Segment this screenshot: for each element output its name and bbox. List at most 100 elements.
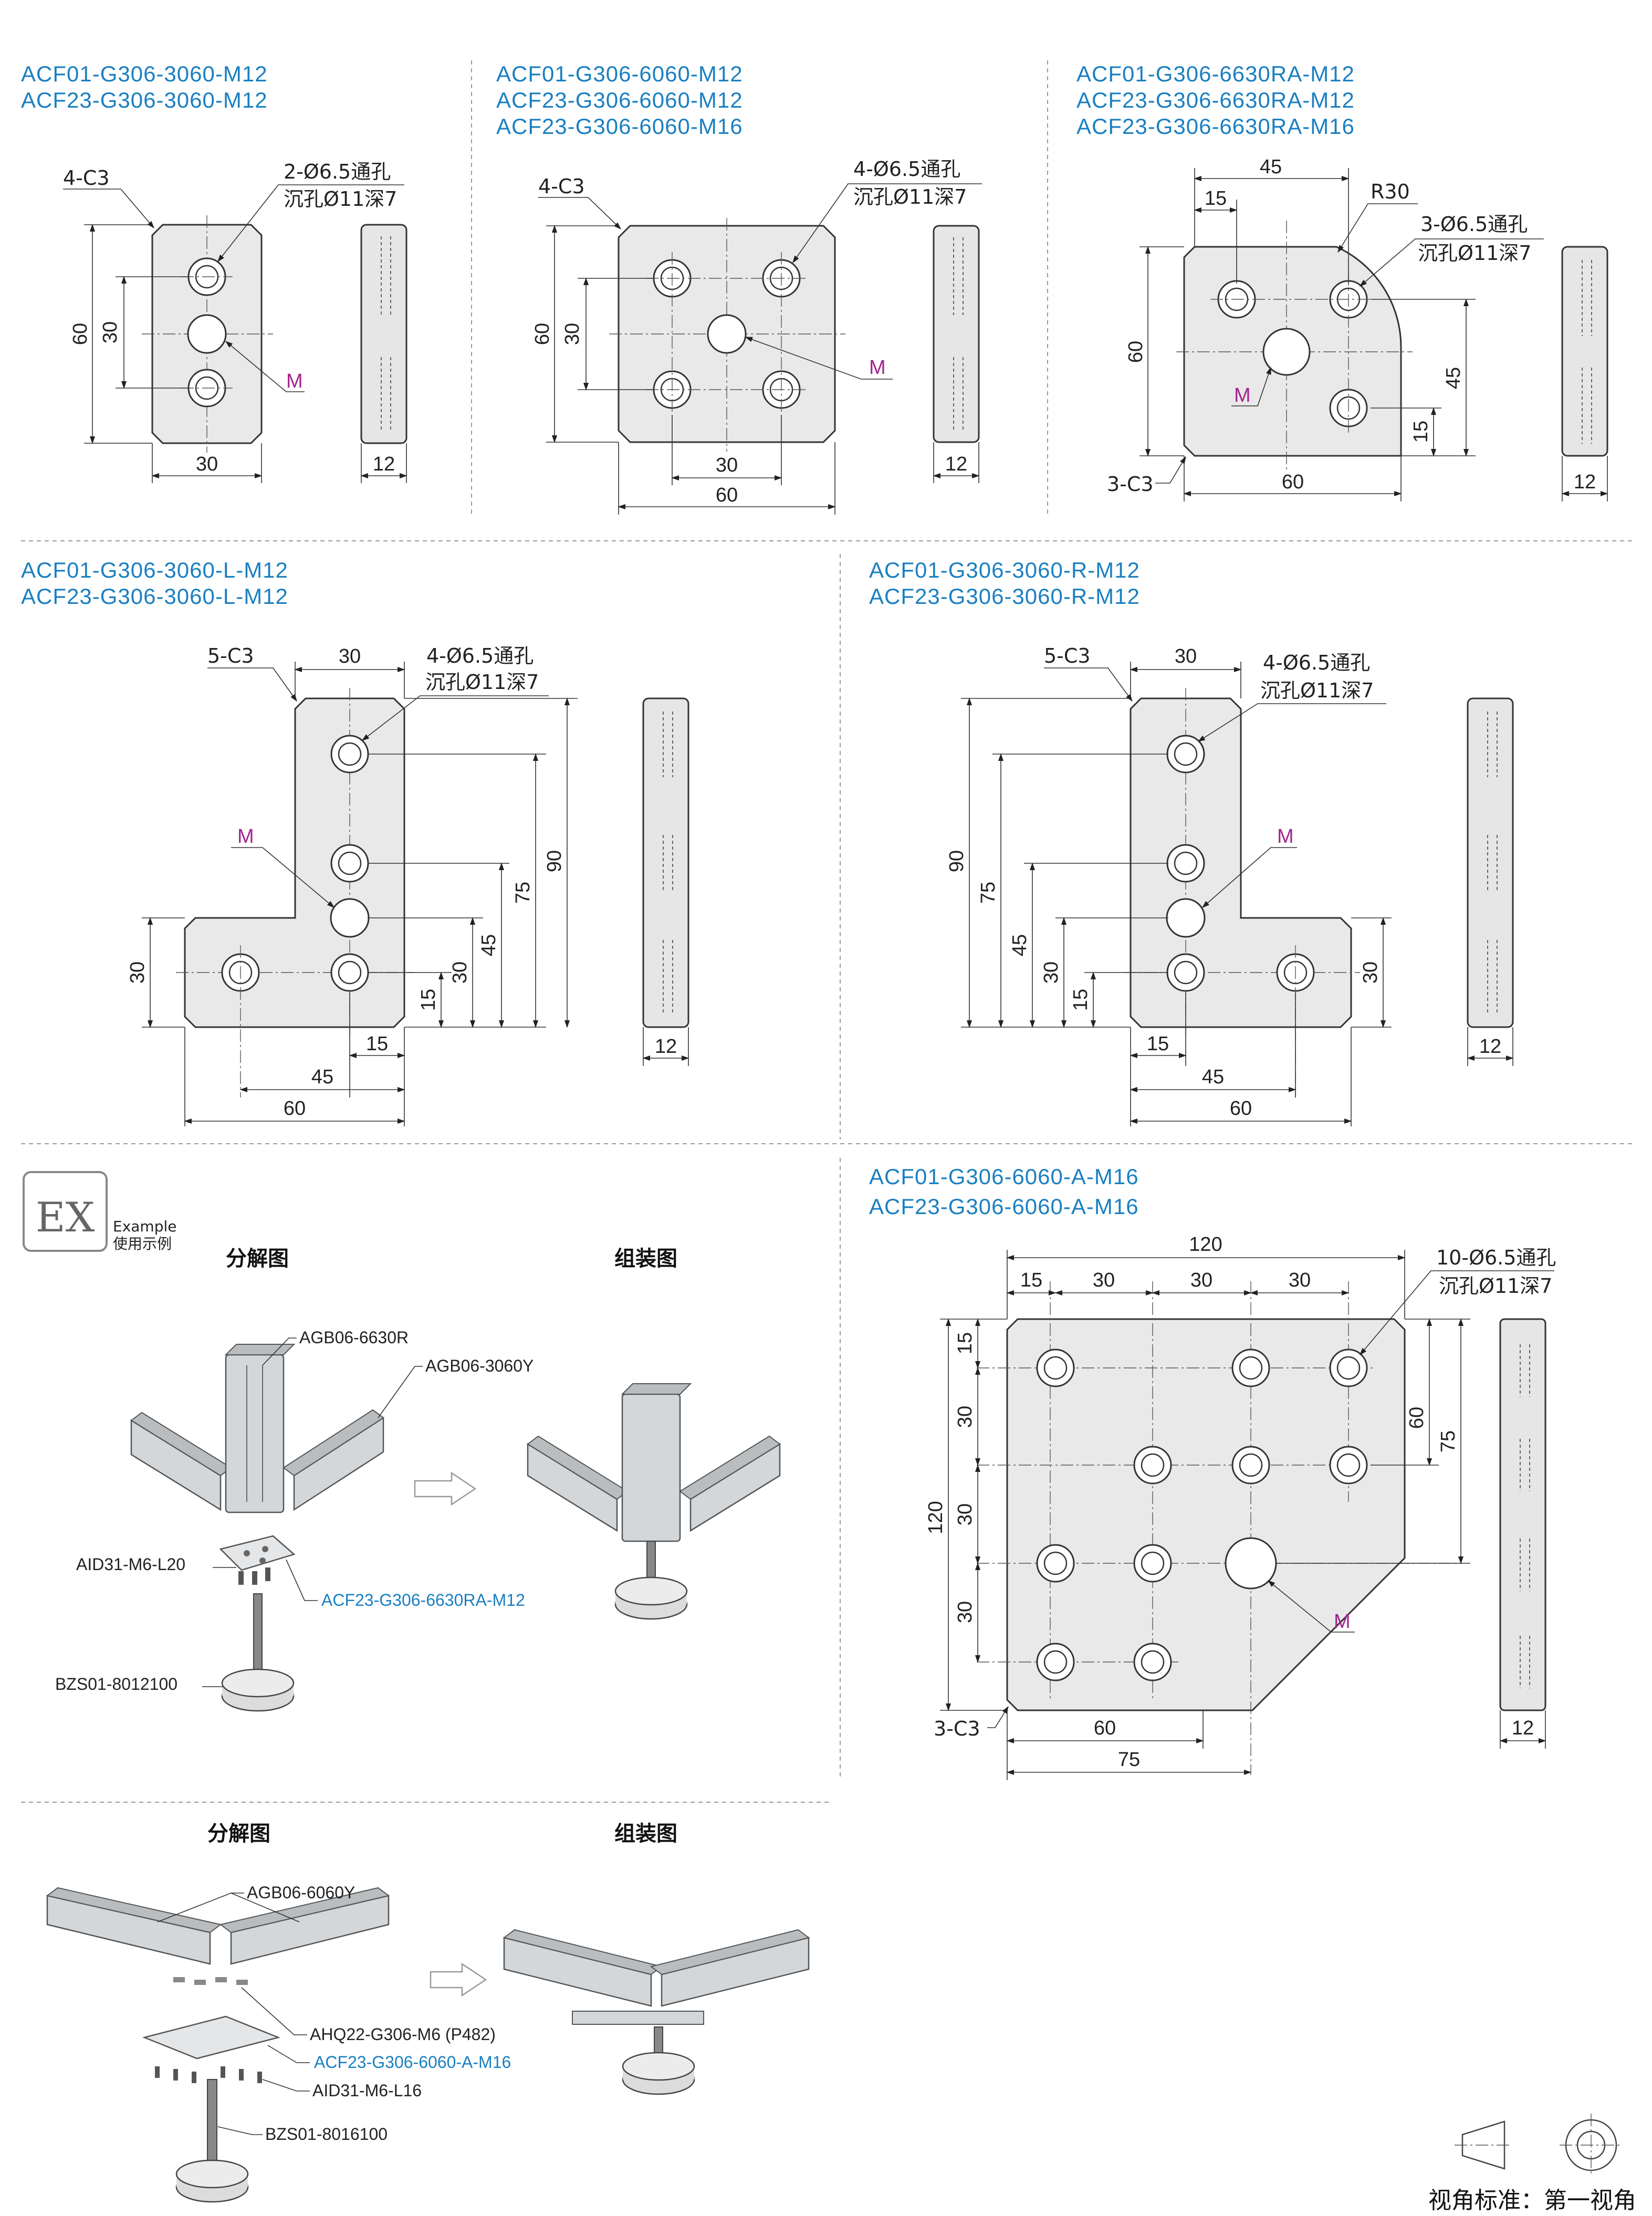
dim-text: 75 <box>977 882 999 904</box>
dim-text: 45 <box>311 1066 333 1088</box>
dim-text: 45 <box>1260 156 1282 178</box>
dim-text: 15 <box>1205 187 1227 210</box>
part-label: ACF23-G306-6630RA-M12 <box>321 1591 525 1609</box>
part-label: BZS01-8016100 <box>265 2125 388 2144</box>
part-label: AID31-M6-L16 <box>312 2081 422 2100</box>
dim-text: 90 <box>946 850 968 872</box>
assembled-label: 组装图 <box>614 1822 677 1846</box>
projection-label: 视角标准：第一视角 <box>1428 2187 1636 2214</box>
counterbore-hole <box>1166 844 1205 883</box>
counterbore-hole <box>181 369 233 407</box>
part-label: AHQ22-G306-M6 (P482) <box>310 2025 496 2044</box>
counterbore-hole <box>1133 1544 1172 1583</box>
dim-text: 60 <box>1406 1407 1428 1429</box>
dim-text: 60 <box>1282 471 1304 493</box>
leveling-foot-lower <box>175 2079 249 2203</box>
counterbore-hole <box>1166 735 1205 773</box>
thread-hole-m <box>330 898 370 938</box>
dim-text: 15 <box>1410 421 1432 443</box>
bolts-lower <box>155 2066 262 2083</box>
chamfer-callout: 5-C3 <box>207 644 254 667</box>
process-arrow <box>414 1471 477 1506</box>
part-code: ACF23-G306-3060-L-M12 <box>21 584 288 609</box>
dim-text: 75 <box>1437 1430 1459 1452</box>
dim-text: 60 <box>716 484 738 506</box>
panel-acf-6630ra: ACF01-G306-6630RA-M12 ACF23-G306-6630RA-… <box>1076 61 1608 501</box>
exploded-label: 分解图 <box>226 1247 289 1271</box>
dim-text: 30 <box>1093 1269 1115 1291</box>
hole-callout: 3-Ø6.5通孔 <box>1420 213 1528 236</box>
part-code: ACF01-G306-6060-M12 <box>496 61 743 86</box>
dim-text: 120 <box>925 1501 947 1534</box>
assembled-beam-illustration <box>503 1929 810 2095</box>
dim-text: 15 <box>366 1033 388 1055</box>
part-code: ACF01-G306-3060-L-M12 <box>21 558 288 582</box>
counterbore-hole <box>181 257 233 296</box>
chamfer-callout: 3-C3 <box>1107 473 1154 496</box>
m-label: M <box>286 370 303 392</box>
chamfer-callout: 3-C3 <box>934 1717 980 1740</box>
hole-callout: 沉孔Ø11深7 <box>1260 679 1374 702</box>
hole-callout: 沉孔Ø11深7 <box>284 187 397 211</box>
dim-text: 15 <box>1147 1033 1169 1055</box>
dim-text: 75 <box>512 882 534 904</box>
hole-callout: 沉孔Ø11深7 <box>853 185 967 208</box>
dim-text: 12 <box>1574 471 1596 493</box>
hole-callout: 4-Ø6.5通孔 <box>853 158 960 181</box>
panel-acf-3060-r: ACF01-G306-3060-R-M12 ACF23-G306-3060-R-… <box>869 558 1514 1126</box>
part-label: ACF23-G306-6060-A-M16 <box>314 2053 511 2072</box>
side-view <box>1561 246 1608 457</box>
part-code: ACF01-G306-3060-M12 <box>21 61 268 86</box>
part-code: ACF23-G306-6060-A-M16 <box>869 1194 1139 1219</box>
assembled-corner-illustration <box>527 1383 781 1620</box>
hole-callout: 2-Ø6.5通孔 <box>284 160 391 183</box>
counterbore-hole <box>1166 953 1205 992</box>
plate-outline <box>184 697 405 1028</box>
example-section-lower: 分解图 组装图 AGB06-6060Y A <box>46 1822 810 2203</box>
hole-callout: 4-Ø6.5通孔 <box>426 644 534 667</box>
ex-badge: EX <box>23 1171 108 1252</box>
part-code: ACF23-G306-6060-M16 <box>496 114 743 139</box>
counterbore-hole <box>1133 1446 1172 1485</box>
thread-hole-m <box>1262 328 1311 376</box>
dim-text: 30 <box>716 454 738 476</box>
side-view <box>360 224 407 444</box>
dim-text: 90 <box>543 850 566 872</box>
dim-text: 75 <box>1118 1749 1140 1771</box>
dim-text: 30 <box>954 1601 976 1623</box>
thread-hole-m <box>707 314 747 354</box>
projection-symbol <box>1455 2114 1623 2177</box>
side-view <box>642 697 689 1028</box>
hole-callout: 4-Ø6.5通孔 <box>1263 651 1370 674</box>
counterbore-hole <box>1329 1349 1368 1387</box>
dim-text: 12 <box>945 453 967 475</box>
dim-text: 15 <box>954 1332 976 1354</box>
part-label: AGB06-6630R <box>299 1328 409 1347</box>
example-section: EX Example 使用示例 分解图 组装图 <box>23 1171 781 1712</box>
dim-text: 120 <box>1189 1234 1222 1256</box>
counterbore-hole <box>1036 1544 1075 1583</box>
example-title-cn: 使用示例 <box>113 1235 172 1252</box>
dim-text: 60 <box>284 1097 306 1120</box>
counterbore-hole <box>1329 1446 1368 1485</box>
panel-acf-3060: ACF01-G306-3060-M12 ACF23-G306-3060-M12 … <box>21 61 407 483</box>
part-label: AGB06-3060Y <box>425 1356 534 1375</box>
counterbore-hole <box>330 953 369 992</box>
counterbore-hole <box>1231 1446 1270 1485</box>
exploded-beam-illustration <box>46 1887 390 1965</box>
m-label: M <box>1334 1611 1351 1633</box>
assembled-label: 组装图 <box>614 1247 677 1271</box>
side-view <box>1499 1318 1546 1711</box>
thread-hole-m <box>1166 898 1206 938</box>
dim-text: 15 <box>1020 1269 1042 1291</box>
part-code: ACF23-G306-3060-M12 <box>21 88 268 112</box>
dim-text: 30 <box>127 961 149 984</box>
dim-text: 45 <box>1202 1066 1224 1088</box>
dim-text: 30 <box>1040 961 1062 984</box>
dim-text: 15 <box>1070 989 1092 1011</box>
m-label: M <box>869 357 886 379</box>
dim-text: 30 <box>196 453 218 475</box>
part-label: AID31-M6-L20 <box>76 1555 185 1574</box>
a-plate <box>142 2015 281 2060</box>
